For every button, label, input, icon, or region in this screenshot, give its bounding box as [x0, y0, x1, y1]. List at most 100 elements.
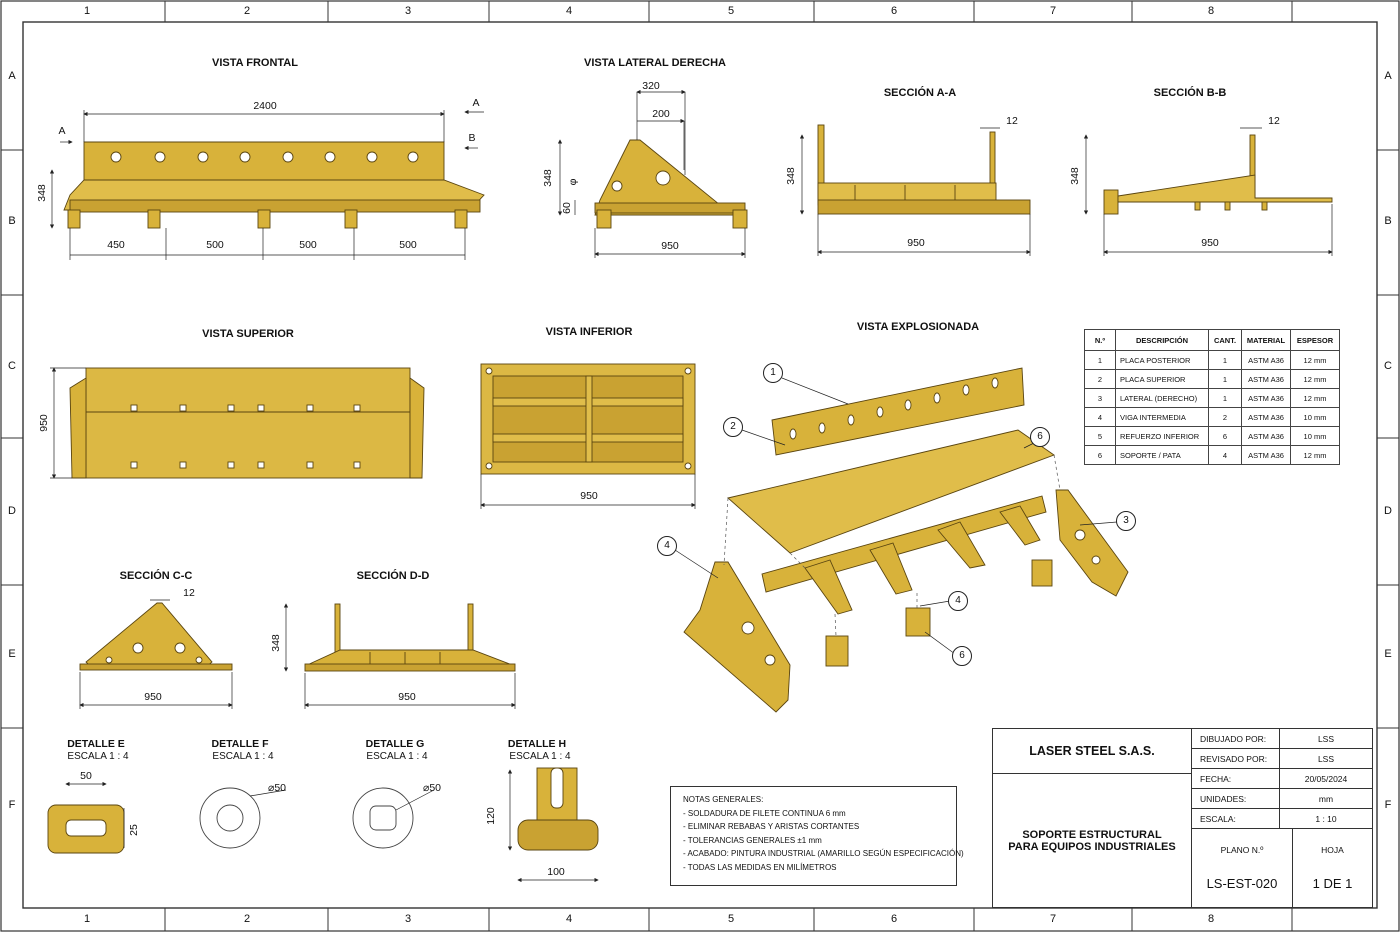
dim-side-base: 950 — [661, 240, 679, 252]
note-item: - TOLERANCIAS GENERALES ±1 mm — [683, 835, 822, 845]
sheet-number-cell: HOJA 1 DE 1 — [1292, 828, 1373, 908]
dim-detail-e-width: 50 — [80, 770, 92, 782]
zone-row-f: F — [8, 799, 16, 811]
zone-row-f-right: F — [1384, 799, 1392, 811]
part-description: SOPORTE ESTRUCTURAL PARA EQUIPOS INDUSTR… — [992, 773, 1192, 908]
zone-col-1-bottom: 1 — [83, 913, 91, 925]
zone-row-b-right: B — [1384, 215, 1392, 227]
top-view-title: VISTA SUPERIOR — [202, 328, 294, 340]
section-aa-drawing — [817, 124, 1031, 215]
callout-4-left: 4 — [657, 536, 677, 556]
dim-front-d1: 450 — [107, 239, 125, 251]
detail-f-scale: ESCALA 1 : 4 — [212, 751, 274, 762]
detail-h-scale: ESCALA 1 : 4 — [509, 751, 571, 762]
field-label-drawn-by: DIBUJADO POR: — [1191, 728, 1280, 749]
zone-col-3: 3 — [404, 5, 412, 17]
exploded-view-title: VISTA EXPLOSIONADA — [856, 321, 980, 333]
dim-bb-thk: 12 — [1268, 115, 1280, 127]
section-bb-drawing — [1103, 134, 1333, 215]
dim-side-w1: 320 — [642, 80, 660, 92]
dim-detail-e-height: 25 — [128, 824, 140, 836]
bottom-view-drawing — [480, 363, 696, 475]
field-value-units: mm — [1279, 788, 1373, 809]
field-label-date: FECHA: — [1191, 768, 1280, 789]
dim-front-d2: 500 — [206, 239, 224, 251]
detail-h-title: DETALLE H — [507, 738, 567, 750]
dim-detail-g-diameter: ⌀50 — [422, 782, 442, 794]
detail-g-title: DETALLE G — [365, 738, 425, 750]
sheet-number-value: 1 DE 1 — [1312, 875, 1353, 891]
zone-row-e-right: E — [1384, 648, 1392, 660]
dim-side-small: 60 — [561, 202, 573, 214]
detail-h-drawing — [517, 767, 599, 851]
zone-col-5: 5 — [727, 5, 735, 17]
dim-bottom-base: 950 — [580, 490, 598, 502]
field-label-scale: ESCALA: — [1191, 808, 1280, 829]
section-marker-b: B — [468, 132, 476, 144]
note-item: - TODAS LAS MEDIDAS EN MILÍMETROS — [683, 862, 837, 872]
side-view-drawing — [594, 139, 748, 229]
callout-2: 2 — [723, 417, 743, 437]
part-description-line2: PARA EQUIPOS INDUSTRIALES — [1008, 840, 1176, 853]
section-cc-drawing — [79, 602, 233, 671]
part-description-line1: SOPORTE ESTRUCTURAL — [1022, 828, 1162, 841]
dim-aa-base: 950 — [907, 237, 925, 249]
note-item: - ELIMINAR REBABAS Y ARISTAS CORTANTES — [683, 822, 860, 831]
front-view-title: VISTA FRONTAL — [212, 57, 298, 69]
field-label-units: UNIDADES: — [1191, 788, 1280, 809]
dim-front-d4: 500 — [399, 239, 417, 251]
dim-detail-h-height: 120 — [485, 807, 497, 825]
zone-col-3-bottom: 3 — [404, 913, 412, 925]
bom-header-thickness: ESPESOR — [1290, 329, 1340, 351]
dim-detail-h-width: 100 — [547, 866, 565, 878]
dim-side-height: 348 — [542, 169, 554, 187]
callout-6-bottom: 6 — [952, 646, 972, 666]
bom-header-material: MATERIAL — [1241, 329, 1291, 351]
section-dd-title: SECCIÓN D-D — [356, 570, 430, 582]
detail-e-title: DETALLE E — [67, 738, 125, 750]
dim-dd-base: 950 — [398, 691, 416, 703]
callout-1: 1 — [763, 363, 783, 383]
section-cc-title: SECCIÓN C-C — [119, 570, 193, 582]
exploded-view-drawing — [683, 367, 1129, 713]
zone-row-a-right: A — [1384, 70, 1392, 82]
zone-row-a: A — [8, 70, 16, 82]
title-block: LASER STEEL S.A.S. SOPORTE ESTRUCTURAL P… — [992, 728, 1392, 908]
field-value-drawn-by: LSS — [1279, 728, 1373, 749]
dim-cc-base: 950 — [144, 691, 162, 703]
dim-side-small2: φ — [567, 178, 579, 186]
zone-row-e: E — [8, 648, 16, 660]
bom-header-description: DESCRIPCIÓN — [1115, 329, 1209, 351]
zone-col-2: 2 — [243, 5, 251, 17]
section-marker-a-left: A — [58, 125, 66, 137]
dim-aa-thk: 12 — [1006, 115, 1018, 127]
notes-heading: NOTAS GENERALES: — [683, 795, 764, 804]
sheet-number-label: HOJA — [1321, 845, 1344, 856]
dim-cc-thk: 12 — [183, 587, 195, 599]
dim-side-w2: 200 — [652, 108, 670, 120]
drawing-number-cell: PLANO N.º LS-EST-020 — [1191, 828, 1293, 908]
dim-front-d3: 500 — [299, 239, 317, 251]
dim-bb-base: 950 — [1201, 237, 1219, 249]
detail-g-scale: ESCALA 1 : 4 — [366, 751, 428, 762]
dim-front-height: 348 — [36, 184, 48, 202]
note-item: - SOLDADURA DE FILETE CONTINUA 6 mm — [683, 808, 846, 818]
note-item: - ACABADO: PINTURA INDUSTRIAL (AMARILLO … — [683, 849, 964, 858]
zone-col-7: 7 — [1049, 5, 1057, 17]
zone-row-b: B — [8, 215, 16, 227]
zone-row-d-right: D — [1384, 505, 1392, 517]
callout-3: 3 — [1116, 511, 1136, 531]
section-dd-drawing — [304, 603, 516, 672]
bottom-view-title: VISTA INFERIOR — [545, 326, 633, 338]
drawing-number-value: LS-EST-020 — [1206, 875, 1278, 891]
side-view-title: VISTA LATERAL DERECHA — [584, 57, 726, 69]
dim-detail-f-diameter: ⌀50 — [267, 782, 287, 794]
dim-front-length: 2400 — [253, 100, 277, 112]
dim-dd-height: 348 — [270, 634, 282, 652]
company-name: LASER STEEL S.A.S. — [992, 728, 1192, 774]
field-value-scale: 1 : 10 — [1279, 808, 1373, 829]
